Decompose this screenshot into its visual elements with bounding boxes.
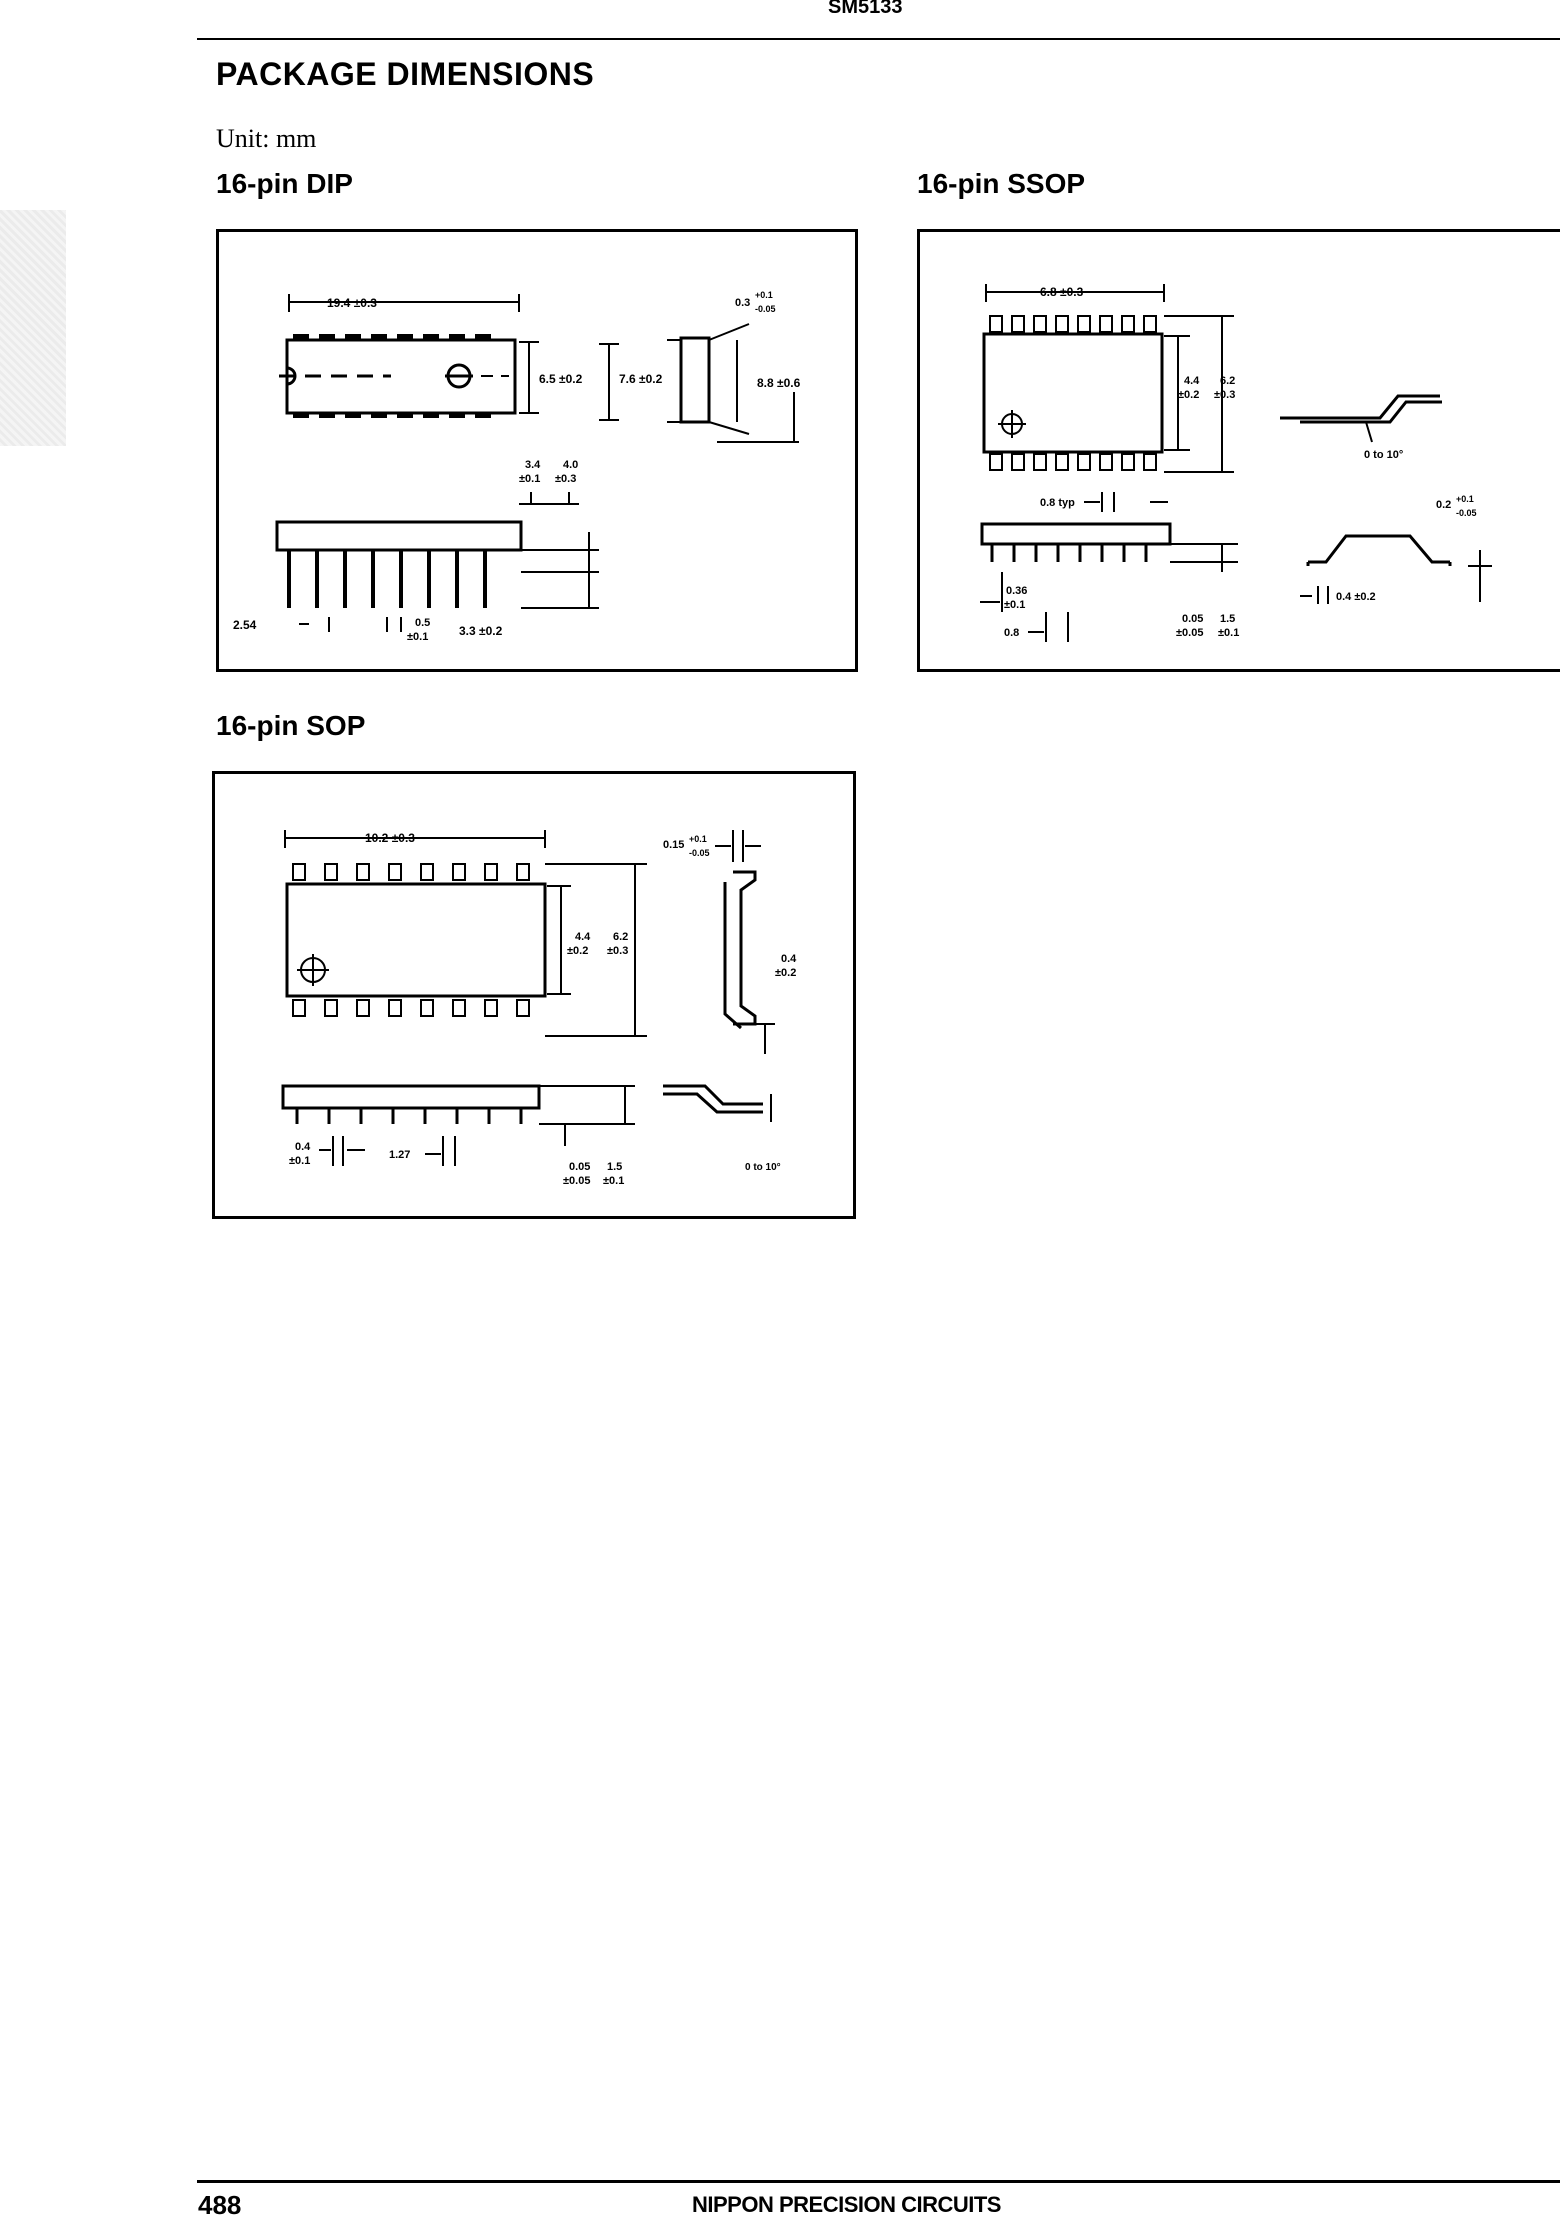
sop-length: 10.2 ±0.3 <box>365 831 415 845</box>
footer-rule <box>197 2180 1560 2183</box>
dip-end-view <box>679 336 711 424</box>
dip-height-b: 4.0 <box>563 459 578 471</box>
sop-standoff-tol: ±0.05 <box>563 1175 590 1187</box>
scan-artifact <box>0 210 66 446</box>
dip-length: 19.4 ±0.3 <box>327 296 377 310</box>
ssop-top-pins <box>989 315 1157 471</box>
sop-angle: 0 to 10° <box>745 1162 781 1173</box>
ssop-length: 6.8 ±0.3 <box>1040 285 1084 299</box>
dip-row-spacing: 7.6 ±0.2 <box>619 372 663 386</box>
sop-drawing: 10.2 ±0.3 4.4 ±0.2 6.2 ±0.3 0.15 +0.1 -0… <box>212 771 856 1219</box>
ssop-overall-width: 6.2 <box>1220 375 1235 387</box>
sop-foot-length: 0.4 <box>781 953 797 965</box>
ssop-body-width: 4.4 <box>1184 375 1200 387</box>
sop-lead-thick: 0.15 <box>663 839 684 851</box>
dip-height-a: 3.4 <box>525 459 541 471</box>
dip-lead-width: 0.5 <box>415 617 430 629</box>
dip-body-side <box>275 520 523 552</box>
ssop-side-leads <box>990 544 1148 562</box>
dip-title: 16-pin DIP <box>216 168 353 199</box>
sop-lead-profile <box>663 1084 763 1114</box>
sop-title: 16-pin SOP <box>216 710 366 741</box>
sop-height-tol: ±0.1 <box>603 1175 624 1187</box>
sop-foot-length-tol: ±0.2 <box>775 967 796 979</box>
dip-top-pins <box>293 334 491 418</box>
sop-lead-width-tol: ±0.1 <box>289 1155 310 1167</box>
ssop-lead-thick: 0.2 <box>1436 499 1451 511</box>
sop-end-view <box>723 870 757 1030</box>
ssop-lead-width: 0.36 <box>1006 585 1027 597</box>
dip-lead-thick: 0.3 <box>735 297 750 309</box>
header-part-number: SM5133 <box>828 0 903 18</box>
dip-overall-width: 8.8 ±0.6 <box>757 376 801 390</box>
ssop-lead-thick-plus: +0.1 <box>1456 494 1474 504</box>
sop-standoff: 0.05 <box>569 1161 590 1173</box>
sop-body-top <box>285 882 547 998</box>
ssop-angle: 0 to 10° <box>1364 449 1403 461</box>
dip-body-width: 6.5 ±0.2 <box>539 372 583 386</box>
sop-overall-width: 6.2 <box>613 931 628 943</box>
ssop-body-width-tol: ±0.2 <box>1178 389 1199 401</box>
company-name: NIPPON PRECISION CIRCUITS <box>692 2192 1001 2217</box>
dip-lead-width-tol: ±0.1 <box>407 631 428 643</box>
dip-lead-length: 3.3 ±0.2 <box>459 624 503 638</box>
dip-side-leads <box>287 550 487 608</box>
sop-height: 1.5 <box>607 1161 622 1173</box>
sop-overall-width-tol: ±0.3 <box>607 945 628 957</box>
sop-top-pins <box>292 863 530 1017</box>
sop-lead-thick-minus: -0.05 <box>689 848 710 858</box>
dip-drawing: 19.4 ±0.3 6.5 ±0.2 7.6 ±0.2 0.3 +0.1 -0.… <box>216 229 858 672</box>
ssop-height: 1.5 <box>1220 613 1235 625</box>
ssop-standoff: 0.05 <box>1182 613 1203 625</box>
ssop-lead-thick-minus: -0.05 <box>1456 508 1477 518</box>
ssop-standoff-tol: ±0.05 <box>1176 627 1203 639</box>
dip-height-b-tol: ±0.3 <box>555 473 576 485</box>
sop-body-side <box>281 1084 541 1110</box>
dip-lead-thick-minus: -0.05 <box>755 304 776 314</box>
ssop-height-tol: ±0.1 <box>1218 627 1239 639</box>
header-rule <box>197 38 1560 40</box>
unit-label: Unit: mm <box>216 124 317 153</box>
dip-pitch: 2.54 <box>233 618 257 632</box>
dip-body-top <box>285 338 517 415</box>
ssop-drawing: 6.8 ±0.3 4.4 ±0.2 6.2 ±0.3 0 to 10° 0.8 … <box>917 229 1560 672</box>
page-number: 488 <box>198 2190 242 2220</box>
ssop-pitch: 0.8 <box>1004 627 1019 639</box>
ssop-foot-length: 0.4 ±0.2 <box>1336 591 1376 603</box>
ssop-end-view <box>1306 534 1452 566</box>
dip-height-a-tol: ±0.1 <box>519 473 540 485</box>
sop-body-width: 4.4 <box>575 931 591 943</box>
ssop-body-side <box>980 522 1172 546</box>
ssop-pitch-typ: 0.8 typ <box>1040 497 1075 509</box>
sop-lead-width: 0.4 <box>295 1141 311 1153</box>
ssop-lead-width-tol: ±0.1 <box>1004 599 1025 611</box>
ssop-title: 16-pin SSOP <box>917 168 1086 199</box>
sop-side-leads <box>295 1108 523 1124</box>
ssop-lead-profile <box>1280 394 1442 424</box>
dip-lead-thick-plus: +0.1 <box>755 290 773 300</box>
ssop-overall-width-tol: ±0.3 <box>1214 389 1235 401</box>
sop-body-width-tol: ±0.2 <box>567 945 588 957</box>
sop-lead-thick-plus: +0.1 <box>689 834 707 844</box>
ssop-body-top <box>982 332 1164 454</box>
sop-pitch: 1.27 <box>389 1149 410 1161</box>
page-title: PACKAGE DIMENSIONS <box>216 56 595 92</box>
